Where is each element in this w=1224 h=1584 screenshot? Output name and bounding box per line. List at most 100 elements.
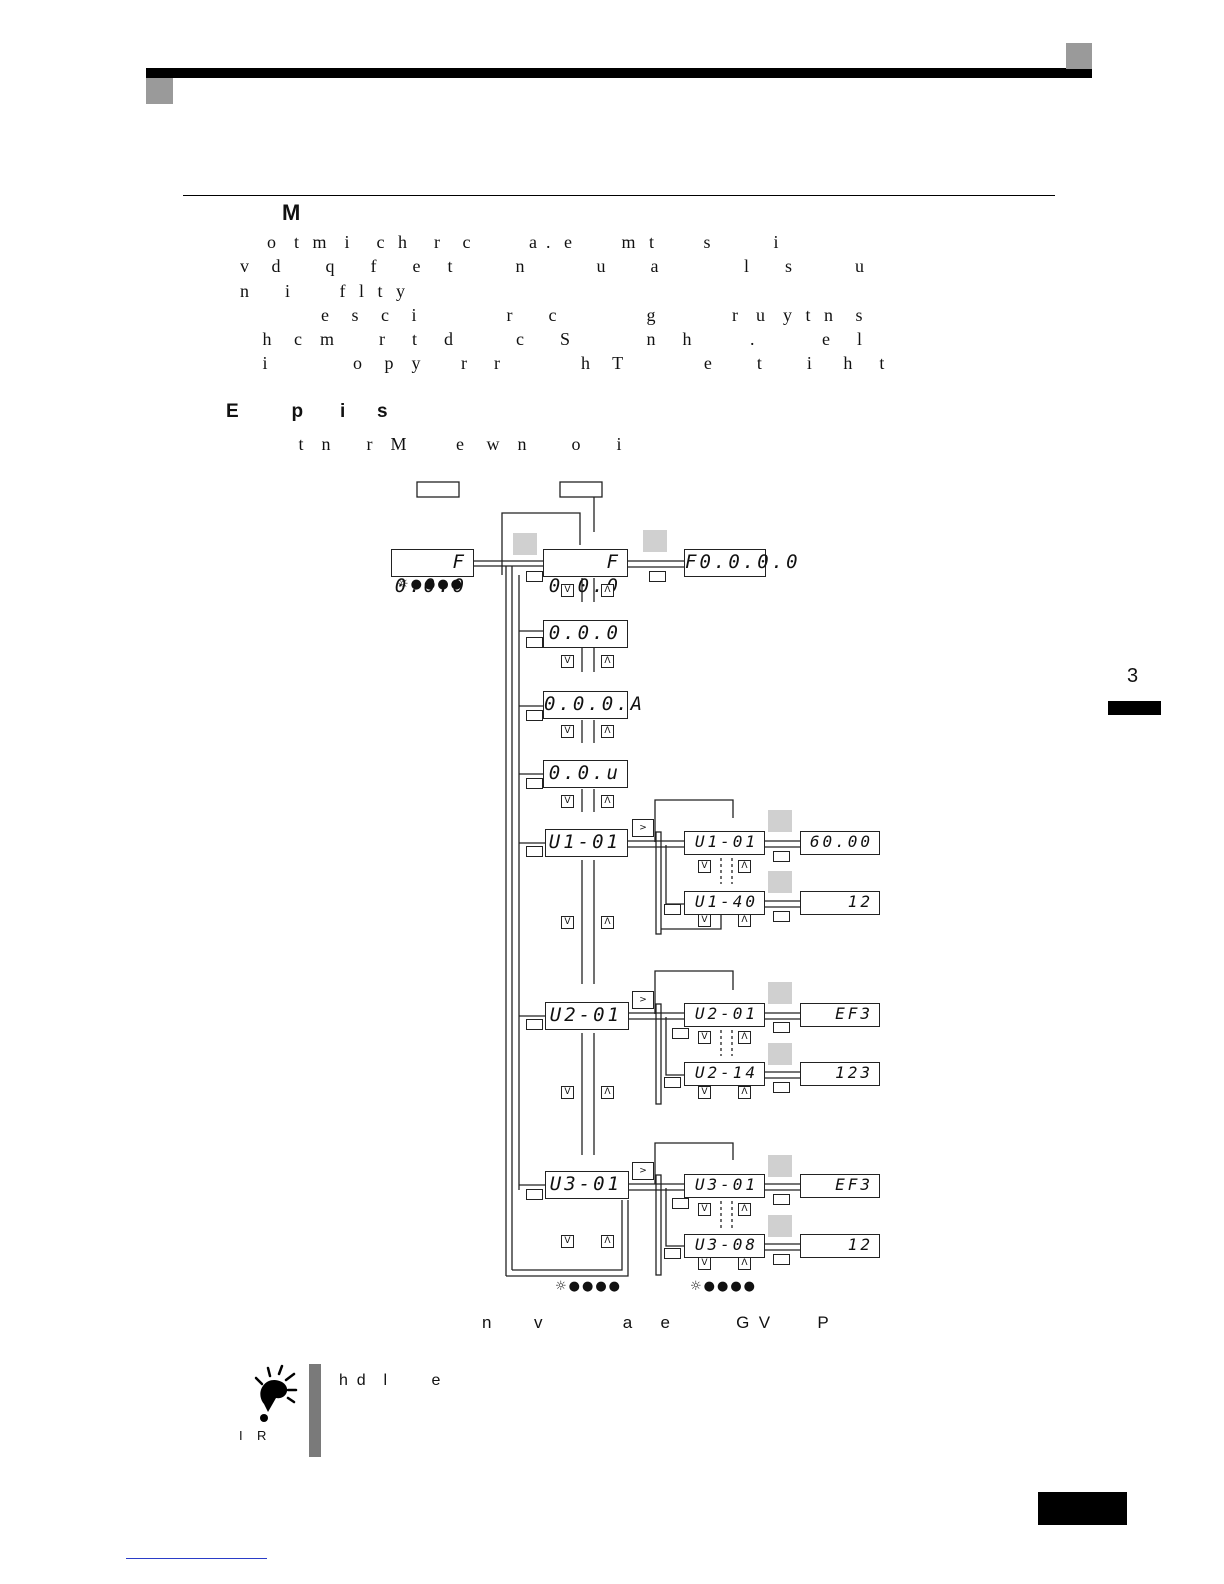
section-heading: M — [282, 200, 301, 225]
body-line-5: h c m r t d c S n h . e l — [240, 329, 862, 349]
mode-indicator — [773, 1254, 790, 1265]
mode-indicator — [664, 904, 681, 915]
enter-key-icon — [768, 1155, 792, 1177]
mode-indicator — [526, 778, 543, 789]
up-key-icon: Λ — [601, 795, 614, 808]
display-u2-14-value: 123 — [800, 1062, 880, 1086]
chapter-number: 3 — [1127, 665, 1139, 687]
up-key-icon: Λ — [601, 655, 614, 668]
enter-key-icon — [768, 1215, 792, 1237]
up-key-icon: Λ — [738, 1031, 751, 1044]
display-output-current: 0.0.0.A — [543, 691, 642, 719]
mode-indicator — [773, 1194, 790, 1205]
display-u1-01: U1-01 — [684, 831, 765, 855]
display-output-frequency: 0.0.0 — [543, 620, 628, 648]
mode-indicator — [672, 1198, 689, 1209]
footer-link-line[interactable] — [126, 1558, 267, 1559]
display-output-voltage: 0.0.u — [543, 760, 628, 788]
mode-indicator — [526, 1019, 543, 1030]
down-key-icon: V — [698, 1086, 711, 1099]
enter-key-icon — [768, 871, 792, 893]
note-bar — [309, 1364, 321, 1457]
down-key-icon: V — [698, 860, 711, 873]
display-u1-40-value: 12 — [800, 891, 880, 915]
body-line-2: v d q f e t n u a l s u — [240, 256, 864, 276]
led-indicator-bottom: ☼●●●● — [690, 1279, 758, 1294]
mode-indicator — [773, 1022, 790, 1033]
page-number-box — [1038, 1492, 1127, 1525]
up-key-icon: Λ — [738, 1257, 751, 1270]
up-key-icon: Λ — [738, 860, 751, 873]
up-key-icon: Λ — [601, 584, 614, 597]
up-key-icon: Λ — [601, 916, 614, 929]
display-u3: U3-01 — [545, 1171, 629, 1199]
mode-indicator — [526, 571, 543, 582]
note-text: h d l e — [339, 1372, 441, 1389]
mode-indicator — [773, 911, 790, 922]
up-key-icon: Λ — [601, 1235, 614, 1248]
mode-indicator — [664, 1077, 681, 1088]
display-u3-08: U3-08 — [684, 1234, 765, 1258]
down-key-icon: V — [561, 584, 574, 597]
subheading: E p i s — [226, 401, 388, 422]
enter-key-icon — [513, 533, 537, 555]
display-u2-01-value: EF3 — [800, 1003, 880, 1027]
display-u3-01-value: EF3 — [800, 1174, 880, 1198]
enter-key-icon — [768, 982, 792, 1004]
down-key-icon: V — [561, 1086, 574, 1099]
up-key-icon: Λ — [601, 725, 614, 738]
header-rule — [146, 68, 1092, 78]
mode-indicator — [526, 710, 543, 721]
enter-key-icon — [643, 530, 667, 552]
led-indicator-bottom: ☼●●●● — [555, 1279, 623, 1294]
figure-caption: n v a e G V P — [482, 1313, 829, 1332]
down-key-icon: V — [561, 655, 574, 668]
important-label: I R — [239, 1428, 267, 1443]
mode-indicator — [649, 571, 666, 582]
down-key-icon: V — [698, 1257, 711, 1270]
display-u2-01: U2-01 — [684, 1003, 765, 1027]
body-line-1: o t m i c h r c a . e m t s i — [240, 232, 779, 252]
shift-key-icon: > — [632, 1162, 654, 1180]
down-key-icon: V — [561, 725, 574, 738]
display-frequency-set: F0.0.0.0 — [684, 549, 798, 577]
mode-indicator — [773, 851, 790, 862]
body-line-3: n i f l t y — [240, 281, 405, 301]
mode-indicator — [773, 1082, 790, 1093]
display-u2: U2-01 — [545, 1002, 629, 1030]
header-square-left — [146, 78, 173, 104]
down-key-icon: V — [561, 795, 574, 808]
display-u2-14: U2-14 — [684, 1062, 765, 1086]
down-key-icon: V — [561, 916, 574, 929]
up-key-icon: Λ — [601, 1086, 614, 1099]
up-key-icon: Λ — [738, 1203, 751, 1216]
header-square-right — [1066, 43, 1092, 69]
enter-key-icon — [768, 810, 792, 832]
mode-indicator — [526, 637, 543, 648]
important-icon — [254, 1364, 298, 1422]
mode-indicator — [664, 1248, 681, 1259]
shift-key-icon: > — [632, 991, 654, 1009]
mode-indicator — [526, 1189, 543, 1200]
down-key-icon: V — [698, 914, 711, 927]
mode-indicator — [672, 1028, 689, 1039]
display-left: F 0.0.0 — [391, 549, 474, 597]
subheading-text: t n r M e w n o i — [240, 434, 622, 454]
down-key-icon: V — [698, 1203, 711, 1216]
down-key-icon: V — [561, 1235, 574, 1248]
up-key-icon: Λ — [738, 1086, 751, 1099]
body-line-4: e s c i r c g r u y t n s — [240, 305, 863, 325]
up-key-icon: Λ — [738, 914, 751, 927]
display-frequency-ref: F 0.0.0 — [543, 549, 628, 597]
chapter-tab-bar — [1108, 701, 1161, 715]
section-rule — [183, 195, 1055, 196]
mode-indicator — [526, 846, 543, 857]
display-u1-40: U1-40 — [684, 891, 765, 915]
display-u1-01-value: 60.00 — [800, 831, 880, 855]
display-u3-08-value: 12 — [800, 1234, 880, 1258]
led-indicator-left: ☼●●●● — [397, 577, 465, 592]
shift-key-icon: > — [632, 819, 654, 837]
down-key-icon: V — [698, 1031, 711, 1044]
enter-key-icon — [768, 1043, 792, 1065]
